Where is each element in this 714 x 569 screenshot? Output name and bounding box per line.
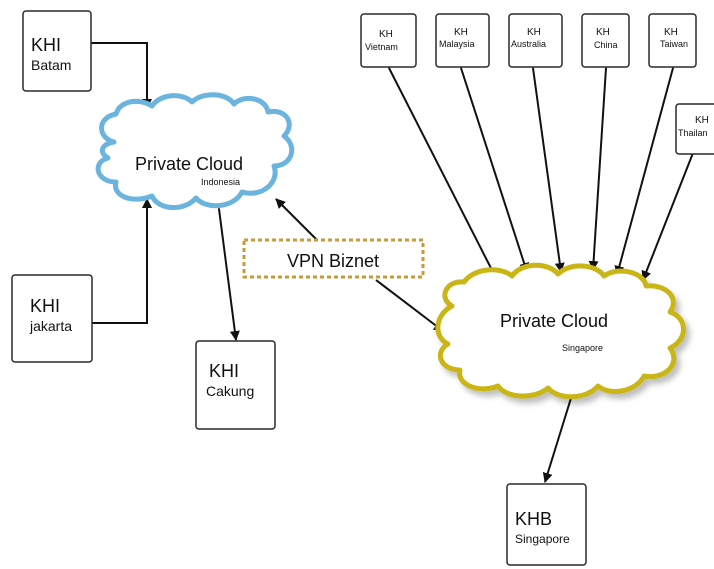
vpn-biznet: VPN Biznet bbox=[242, 238, 425, 279]
kh-thailand-box bbox=[675, 103, 714, 155]
khi-jakarta-box bbox=[11, 274, 93, 363]
malaysia-connector bbox=[453, 57, 529, 273]
kh-taiwan-box bbox=[648, 13, 697, 68]
kh-thailand-line1: KH bbox=[695, 115, 709, 126]
khi-jakarta-line1: KHI bbox=[30, 296, 60, 316]
khi-cakung-line1: KHI bbox=[209, 361, 239, 381]
taiwan-connector bbox=[614, 58, 681, 276]
kh-australia-line2: Australia bbox=[511, 39, 546, 49]
node-kh-taiwan: KH Taiwan bbox=[648, 13, 697, 68]
kh-thailand-line2: Thailan bbox=[678, 128, 708, 138]
thailand-connector bbox=[641, 142, 701, 281]
kh-taiwan-line2: Taiwan bbox=[660, 39, 688, 49]
kh-australia-box bbox=[508, 13, 563, 68]
node-kh-vietnam: KH Vietnam bbox=[360, 13, 417, 68]
node-khb-singapore: KHB Singapore bbox=[506, 483, 587, 566]
node-kh-malaysia: KH Malaysia bbox=[435, 13, 490, 68]
kh-china-line1: KH bbox=[596, 27, 610, 38]
cloud-indonesia-title: Private Cloud bbox=[135, 154, 243, 174]
khb-singapore-box bbox=[506, 483, 587, 566]
khi-cakung-box bbox=[195, 340, 276, 430]
kh-australia-line1: KH bbox=[527, 27, 541, 38]
kh-vietnam-line2: Vietnam bbox=[365, 42, 398, 52]
khi-batam-line2: Batam bbox=[31, 57, 71, 73]
node-khi-cakung: KHI Cakung bbox=[195, 340, 276, 430]
node-khi-jakarta: KHI jakarta bbox=[11, 274, 93, 363]
vpn-indonesia-connector bbox=[275, 198, 318, 241]
khi-jakarta-line2: jakarta bbox=[29, 318, 72, 334]
kh-vietnam-box bbox=[360, 13, 417, 68]
jakarta-cloud-connector bbox=[83, 198, 152, 328]
node-kh-thailand: KH Thailan bbox=[675, 103, 714, 155]
cloud-singapore-subtitle: Singapore bbox=[562, 343, 603, 353]
vpn-singapore-connector bbox=[375, 279, 444, 332]
cloud-singapore-shape bbox=[435, 262, 686, 400]
vpn-biznet-border bbox=[242, 238, 425, 279]
private-cloud-indonesia: Private Cloud Indonesia bbox=[95, 92, 295, 210]
node-kh-australia: KH Australia bbox=[508, 13, 563, 68]
cakung-cloud-connector bbox=[212, 199, 240, 341]
kh-malaysia-line1: KH bbox=[454, 27, 468, 38]
node-kh-china: KH China bbox=[581, 13, 630, 68]
kh-malaysia-line2: Malaysia bbox=[439, 39, 475, 49]
khb-singapore-line2: Singapore bbox=[515, 532, 570, 546]
kh-china-line2: China bbox=[594, 40, 618, 50]
khb-singapore-line1: KHB bbox=[515, 509, 552, 529]
kh-china-box bbox=[581, 13, 630, 68]
china-connector bbox=[588, 58, 612, 271]
kh-malaysia-box bbox=[435, 13, 490, 68]
node-khi-batam: KHI Batam bbox=[22, 10, 92, 92]
cloud-indonesia-shape bbox=[95, 92, 295, 210]
cloud-singapore-title: Private Cloud bbox=[500, 311, 608, 331]
khi-batam-line1: KHI bbox=[31, 35, 61, 55]
cloud-indonesia-subtitle: Indonesia bbox=[201, 177, 240, 187]
kh-taiwan-line1: KH bbox=[664, 27, 678, 38]
kh-vietnam-line1: KH bbox=[379, 29, 393, 40]
australia-connector bbox=[526, 58, 565, 273]
khi-batam-box bbox=[22, 10, 92, 92]
batam-cloud-connector bbox=[82, 38, 152, 109]
khi-cakung-line2: Cakung bbox=[206, 383, 254, 399]
private-cloud-singapore: Private Cloud Singapore bbox=[435, 262, 686, 400]
vpn-biznet-label: VPN Biznet bbox=[287, 251, 379, 271]
